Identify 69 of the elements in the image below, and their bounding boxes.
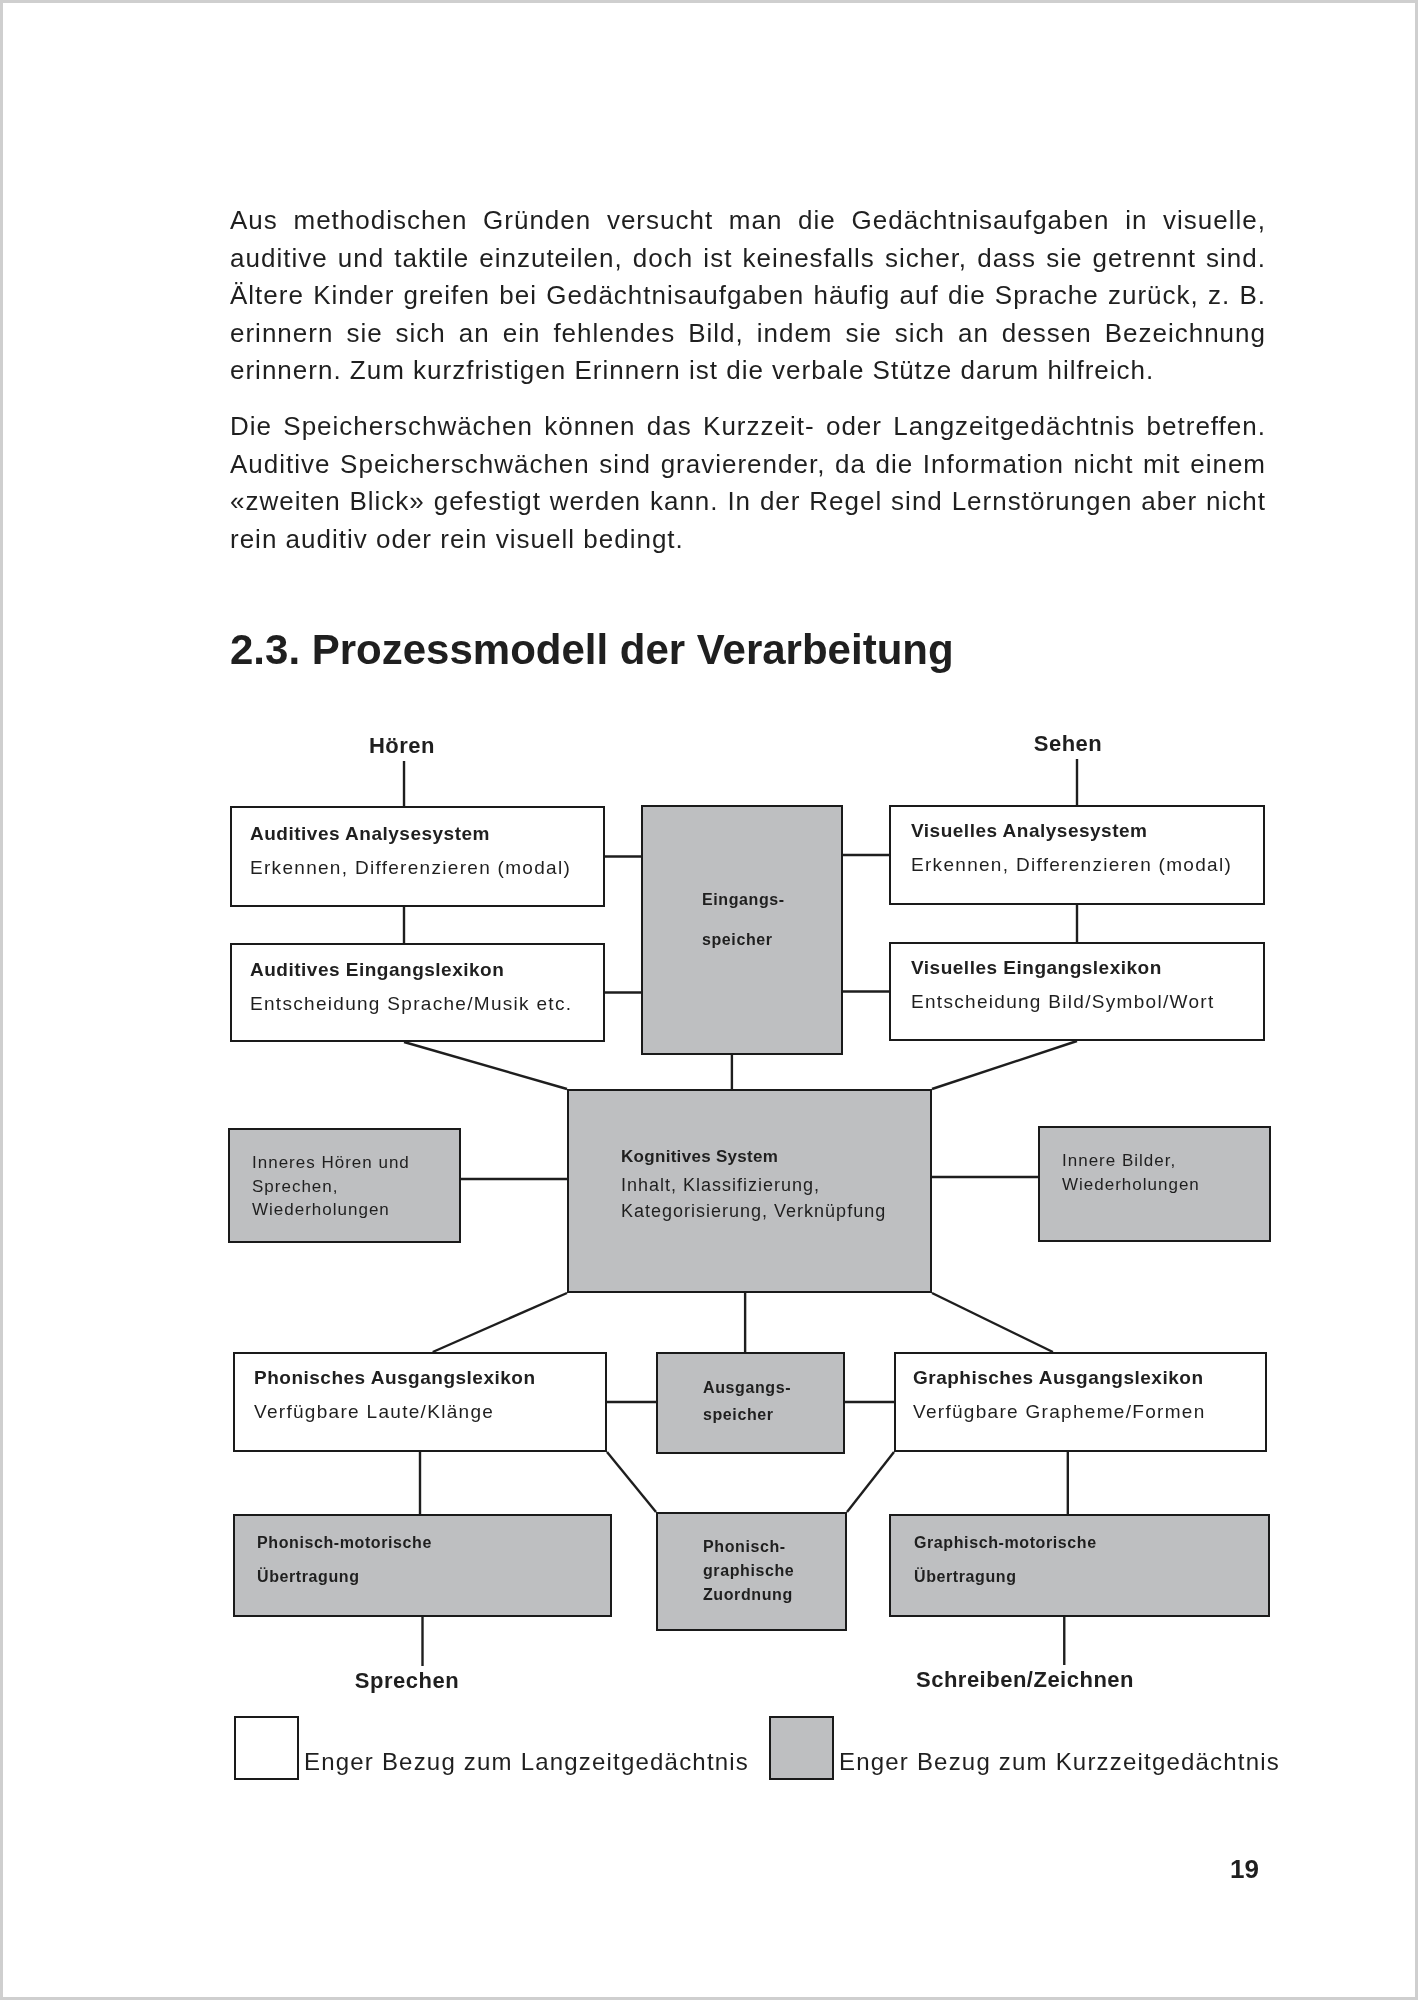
box-text: Entscheidung Bild/Symbol/Wort: [911, 990, 1215, 1014]
input-label: Sehen: [1032, 729, 1104, 759]
process-box: [567, 1089, 932, 1293]
connector-line: [931, 1039, 1078, 1091]
box-title: Auditives Eingangslexikon: [250, 958, 505, 982]
connector-line: [1066, 1452, 1069, 1514]
connector-line: [1063, 1617, 1066, 1665]
process-box: [233, 1352, 607, 1452]
box-text: Eingangs- speicher: [702, 890, 786, 950]
box-title: Phonisches Ausgangslexikon: [254, 1366, 536, 1390]
process-box: [656, 1512, 847, 1631]
connector-line: [843, 990, 889, 993]
box-title: Kognitives System: [621, 1146, 779, 1168]
process-box: [1038, 1126, 1271, 1242]
process-box: [889, 1514, 1270, 1617]
box-title: Graphisches Ausgangslexikon: [913, 1366, 1204, 1390]
box-text: Graphisch-motorische Übertragung: [914, 1533, 1098, 1587]
box-text: Phonisch- graphische Zuordnung: [703, 1537, 796, 1605]
body-paragraph: Die Speicherschwächen können das Kurzzeit- oder Langzeitgedächtnis betreffen. Auditive Speicherschwächen sind gravierender, da die Information nicht mit einem «zweiten Blick» gefestigt werden kann. In der Regel sind Lernstörungen aber nicht rein auditiv oder rein visuell bedingt.: [230, 410, 1266, 556]
connector-line: [932, 1175, 1038, 1179]
input-label: Hören: [366, 731, 438, 761]
process-box: [641, 805, 843, 1055]
connector-line: [403, 1040, 568, 1091]
box-text: Phonisch-motorische Übertragung: [257, 1533, 433, 1587]
legend-label: Enger Bezug zum Kurzzeitgedächtnis: [839, 1747, 1281, 1777]
box-text: Inneres Hören und Sprechen, Wiederholungen: [252, 1152, 411, 1221]
connector-line: [730, 1055, 734, 1089]
process-box: [656, 1352, 845, 1454]
section-title: 2.3. Prozessmodell der Verarbeitung: [230, 625, 954, 675]
connector-line: [605, 991, 641, 994]
process-box: [230, 806, 605, 907]
connector-line: [845, 1400, 894, 1404]
box-text: Erkennen, Differenzieren (modal): [250, 856, 572, 880]
connector-line: [421, 1617, 424, 1666]
box-title: Visuelles Analysesystem: [911, 819, 1148, 843]
process-box: [894, 1352, 1267, 1452]
process-box: [889, 942, 1265, 1041]
connector-line: [402, 761, 406, 806]
connector-line: [931, 1291, 1054, 1354]
connector-line: [846, 1451, 895, 1513]
connector-line: [402, 907, 406, 943]
box-text: Verfügbare Laute/Klänge: [254, 1400, 495, 1424]
connector-line: [418, 1452, 422, 1514]
connector-line: [432, 1291, 568, 1354]
box-text: Verfügbare Grapheme/Formen: [913, 1400, 1206, 1424]
body-paragraph: Aus methodischen Gründen versucht man die Gedächtnisaufgaben in visuelle, auditive und taktile einzuteilen, doch ist keinesfalls sicher, dass sie getrennt sind. Ältere Kinder greifen bei Gedächtnisaufgaben häufig auf die Sprache zurück, z. B. erinnern sie sich an ein fehlendes Bild, indem sie sich an dessen Bezeichnung erinnern. Zum kurzfristigen Erinnern ist die verbale Stütze darum hilfreich.: [230, 204, 1266, 387]
legend-label: Enger Bezug zum Langzeitgedächtnis: [304, 1747, 750, 1777]
box-text: Ausgangs- speicher: [703, 1378, 793, 1425]
connector-line: [461, 1177, 567, 1181]
process-box: [889, 805, 1265, 905]
box-text: Erkennen, Differenzieren (modal): [911, 853, 1233, 877]
connector-line: [605, 855, 641, 858]
process-box: [233, 1514, 612, 1617]
box-title: Visuelles Eingangslexikon: [911, 956, 1162, 980]
page-number: 19: [1230, 1853, 1259, 1886]
connector-line: [607, 1400, 656, 1404]
box-title: Auditives Analysesystem: [250, 822, 490, 846]
connector-line: [1075, 759, 1079, 805]
box-text: Innere Bilder, Wiederholungen: [1062, 1150, 1201, 1196]
output-label: Sprechen: [353, 1666, 461, 1696]
output-label: Schreiben/Zeichnen: [914, 1665, 1136, 1695]
connector-line: [743, 1293, 747, 1352]
box-text: Inhalt, Klassifizierung, Kategorisierung, Verknüpfung: [621, 1174, 888, 1223]
process-box: [228, 1128, 461, 1243]
box-text: Entscheidung Sprache/Musik etc.: [250, 992, 573, 1016]
connector-line: [1075, 905, 1079, 942]
connector-line: [606, 1451, 657, 1513]
process-box: [230, 943, 605, 1042]
connector-line: [843, 853, 889, 857]
